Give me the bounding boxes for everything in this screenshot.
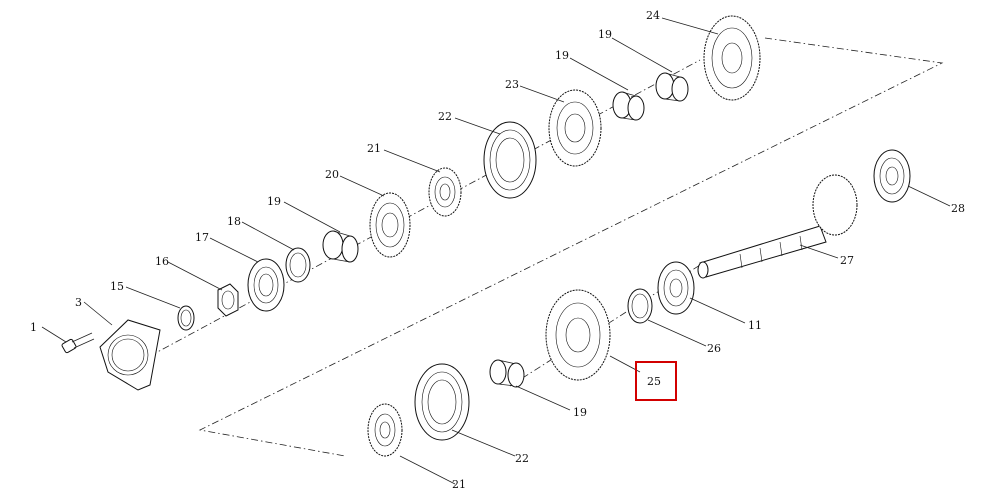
part-nut — [217, 283, 239, 317]
part-gear-25 — [545, 289, 611, 381]
callout-21-lower: 21 — [452, 478, 466, 491]
leader-lines — [41, 17, 951, 485]
callout-labels: 1 3 15 16 17 18 19 20 21 22 23 19 19 24 … — [30, 9, 965, 491]
part-bearing-17 — [247, 258, 285, 312]
callout-16: 16 — [155, 255, 169, 268]
part-sleeve-22b — [414, 363, 470, 441]
part-bushing-19b — [612, 91, 645, 121]
part-washer-26 — [627, 288, 653, 324]
callout-27: 27 — [840, 254, 854, 267]
callout-24: 24 — [646, 9, 660, 22]
callout-26: 26 — [707, 342, 721, 355]
callout-23: 23 — [505, 78, 519, 91]
callout-3: 3 — [75, 296, 82, 309]
part-gear-21a — [428, 167, 462, 217]
callout-22-upper: 22 — [438, 110, 452, 123]
callout-22-lower: 22 — [515, 452, 529, 465]
part-shaft-27 — [697, 174, 858, 279]
part-washer — [177, 305, 195, 331]
part-bolt — [61, 332, 95, 354]
callout-25: 25 — [647, 375, 661, 388]
callout-11: 11 — [748, 319, 762, 332]
center-lines — [149, 37, 944, 457]
callout-20: 20 — [325, 168, 339, 181]
callout-19-upper-mid: 19 — [555, 49, 569, 62]
callout-19-upper-right: 19 — [598, 28, 612, 41]
part-bushing-19c — [655, 72, 689, 102]
part-bushing-19a — [322, 230, 359, 263]
part-ring-18 — [285, 247, 311, 283]
callout-18: 18 — [227, 215, 241, 228]
callout-19-upper-left: 19 — [267, 195, 281, 208]
part-bushing-lower — [489, 359, 525, 388]
part-sleeve-22a — [483, 121, 537, 199]
highlight-box — [635, 361, 677, 401]
callout-28: 28 — [951, 202, 965, 215]
part-cover-plate — [99, 319, 161, 391]
part-gear-21b — [367, 403, 403, 457]
callout-21-upper: 21 — [367, 142, 381, 155]
callout-17: 17 — [195, 231, 209, 244]
callout-1: 1 — [30, 321, 37, 334]
callout-15: 15 — [110, 280, 124, 293]
part-bearing-28 — [873, 149, 911, 203]
callout-19-lower: 19 — [573, 406, 587, 419]
part-gear-20 — [369, 192, 411, 258]
part-gear-23 — [548, 89, 602, 167]
part-gear-24 — [703, 15, 761, 101]
part-bearing-11 — [657, 261, 695, 315]
